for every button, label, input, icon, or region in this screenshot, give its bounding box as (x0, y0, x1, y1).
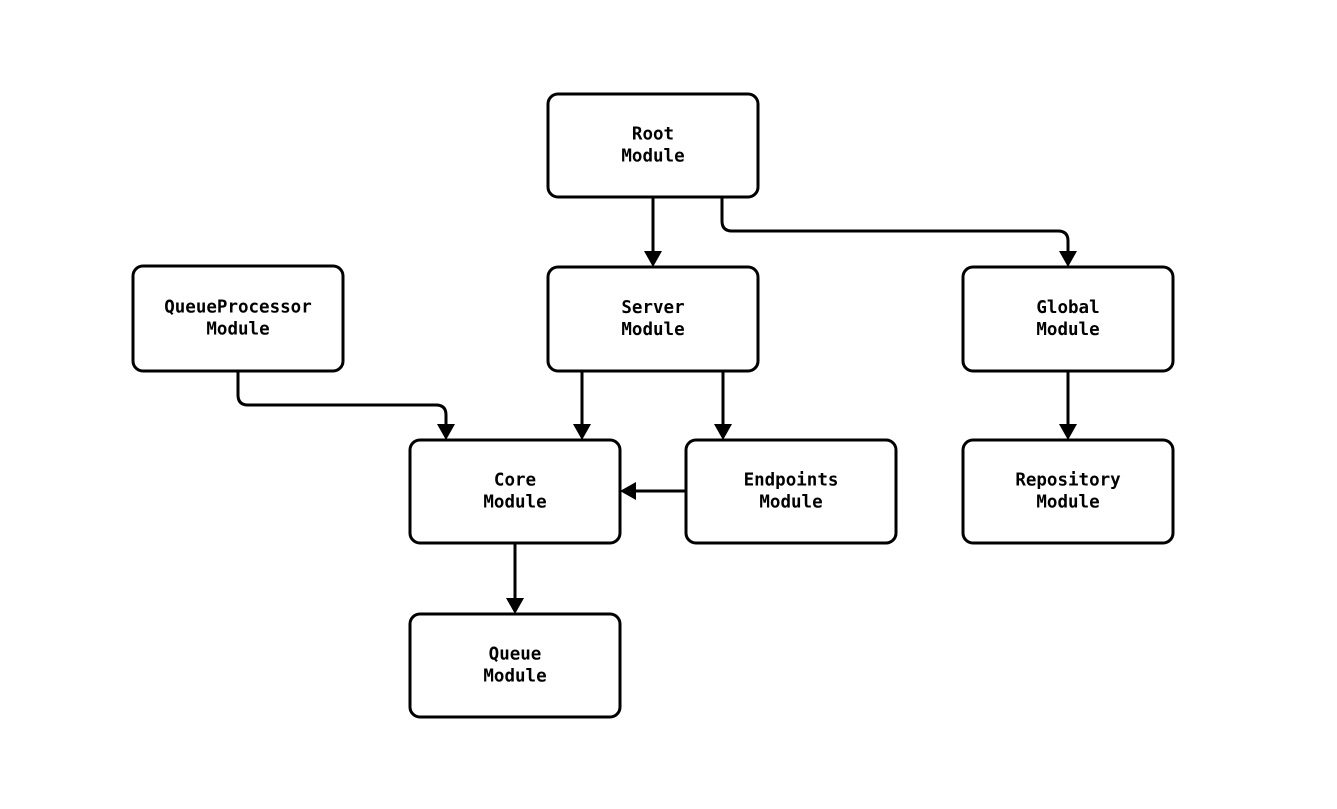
edge-queueprocessor-to-core-arrowhead (437, 424, 455, 440)
server-module-node-label-line: Server (621, 298, 684, 318)
server-module-node-box[interactable] (546, 265, 760, 373)
endpoints-module-node-label-line: Module (759, 493, 822, 513)
edge-global-to-repository (1059, 371, 1077, 440)
queue-module-node-label-line: Module (483, 667, 546, 687)
queueprocessor-module-node-box[interactable] (131, 264, 345, 373)
root-module-node-box[interactable] (546, 92, 760, 199)
queueprocessor-module-node-label-line: Module (206, 320, 269, 340)
queue-module-node-box[interactable] (408, 612, 622, 719)
edge-server-to-core (573, 371, 591, 440)
edge-root-to-server (644, 197, 662, 267)
global-module-node-label-line: Global (1036, 298, 1099, 318)
global-module-node-box[interactable] (961, 265, 1175, 373)
edge-root-to-global-line (720, 197, 1070, 251)
edge-endpoints-to-core (620, 482, 686, 500)
edge-root-to-global (720, 197, 1077, 267)
server-module-node-label-line: Module (621, 320, 684, 340)
edge-queueprocessor-to-core (236, 371, 455, 440)
edge-server-to-endpoints (714, 371, 732, 440)
repository-module-node-label-line: Repository (1015, 471, 1121, 491)
endpoints-module-node-label-line: Endpoints (744, 471, 839, 491)
repository-module-node-box[interactable] (961, 438, 1175, 545)
repository-module-node-label-line: Module (1036, 493, 1099, 513)
queue-module-node-label-line: Queue (489, 645, 542, 665)
root-module-node-label-line: Root (632, 125, 674, 145)
core-module-node-label-line: Core (494, 471, 536, 491)
endpoints-module-node-box[interactable] (684, 438, 898, 545)
edge-endpoints-to-core-arrowhead (620, 482, 636, 500)
queueprocessor-module-node-label-line: QueueProcessor (164, 298, 312, 318)
global-module-node-label-line: Module (1036, 320, 1099, 340)
edge-core-to-queue-arrowhead (506, 598, 524, 614)
edge-root-to-server-arrowhead (644, 251, 662, 267)
root-module-node-label-line: Module (621, 147, 684, 167)
edge-server-to-endpoints-arrowhead (714, 424, 732, 440)
edge-queueprocessor-to-core-line (236, 371, 448, 424)
edge-core-to-queue (506, 543, 524, 614)
core-module-node-box[interactable] (408, 438, 622, 545)
edge-root-to-global-arrowhead (1059, 251, 1077, 267)
edges-layer (236, 197, 1077, 614)
edge-server-to-core-arrowhead (573, 424, 591, 440)
edge-global-to-repository-arrowhead (1059, 424, 1077, 440)
core-module-node-label-line: Module (483, 493, 546, 513)
